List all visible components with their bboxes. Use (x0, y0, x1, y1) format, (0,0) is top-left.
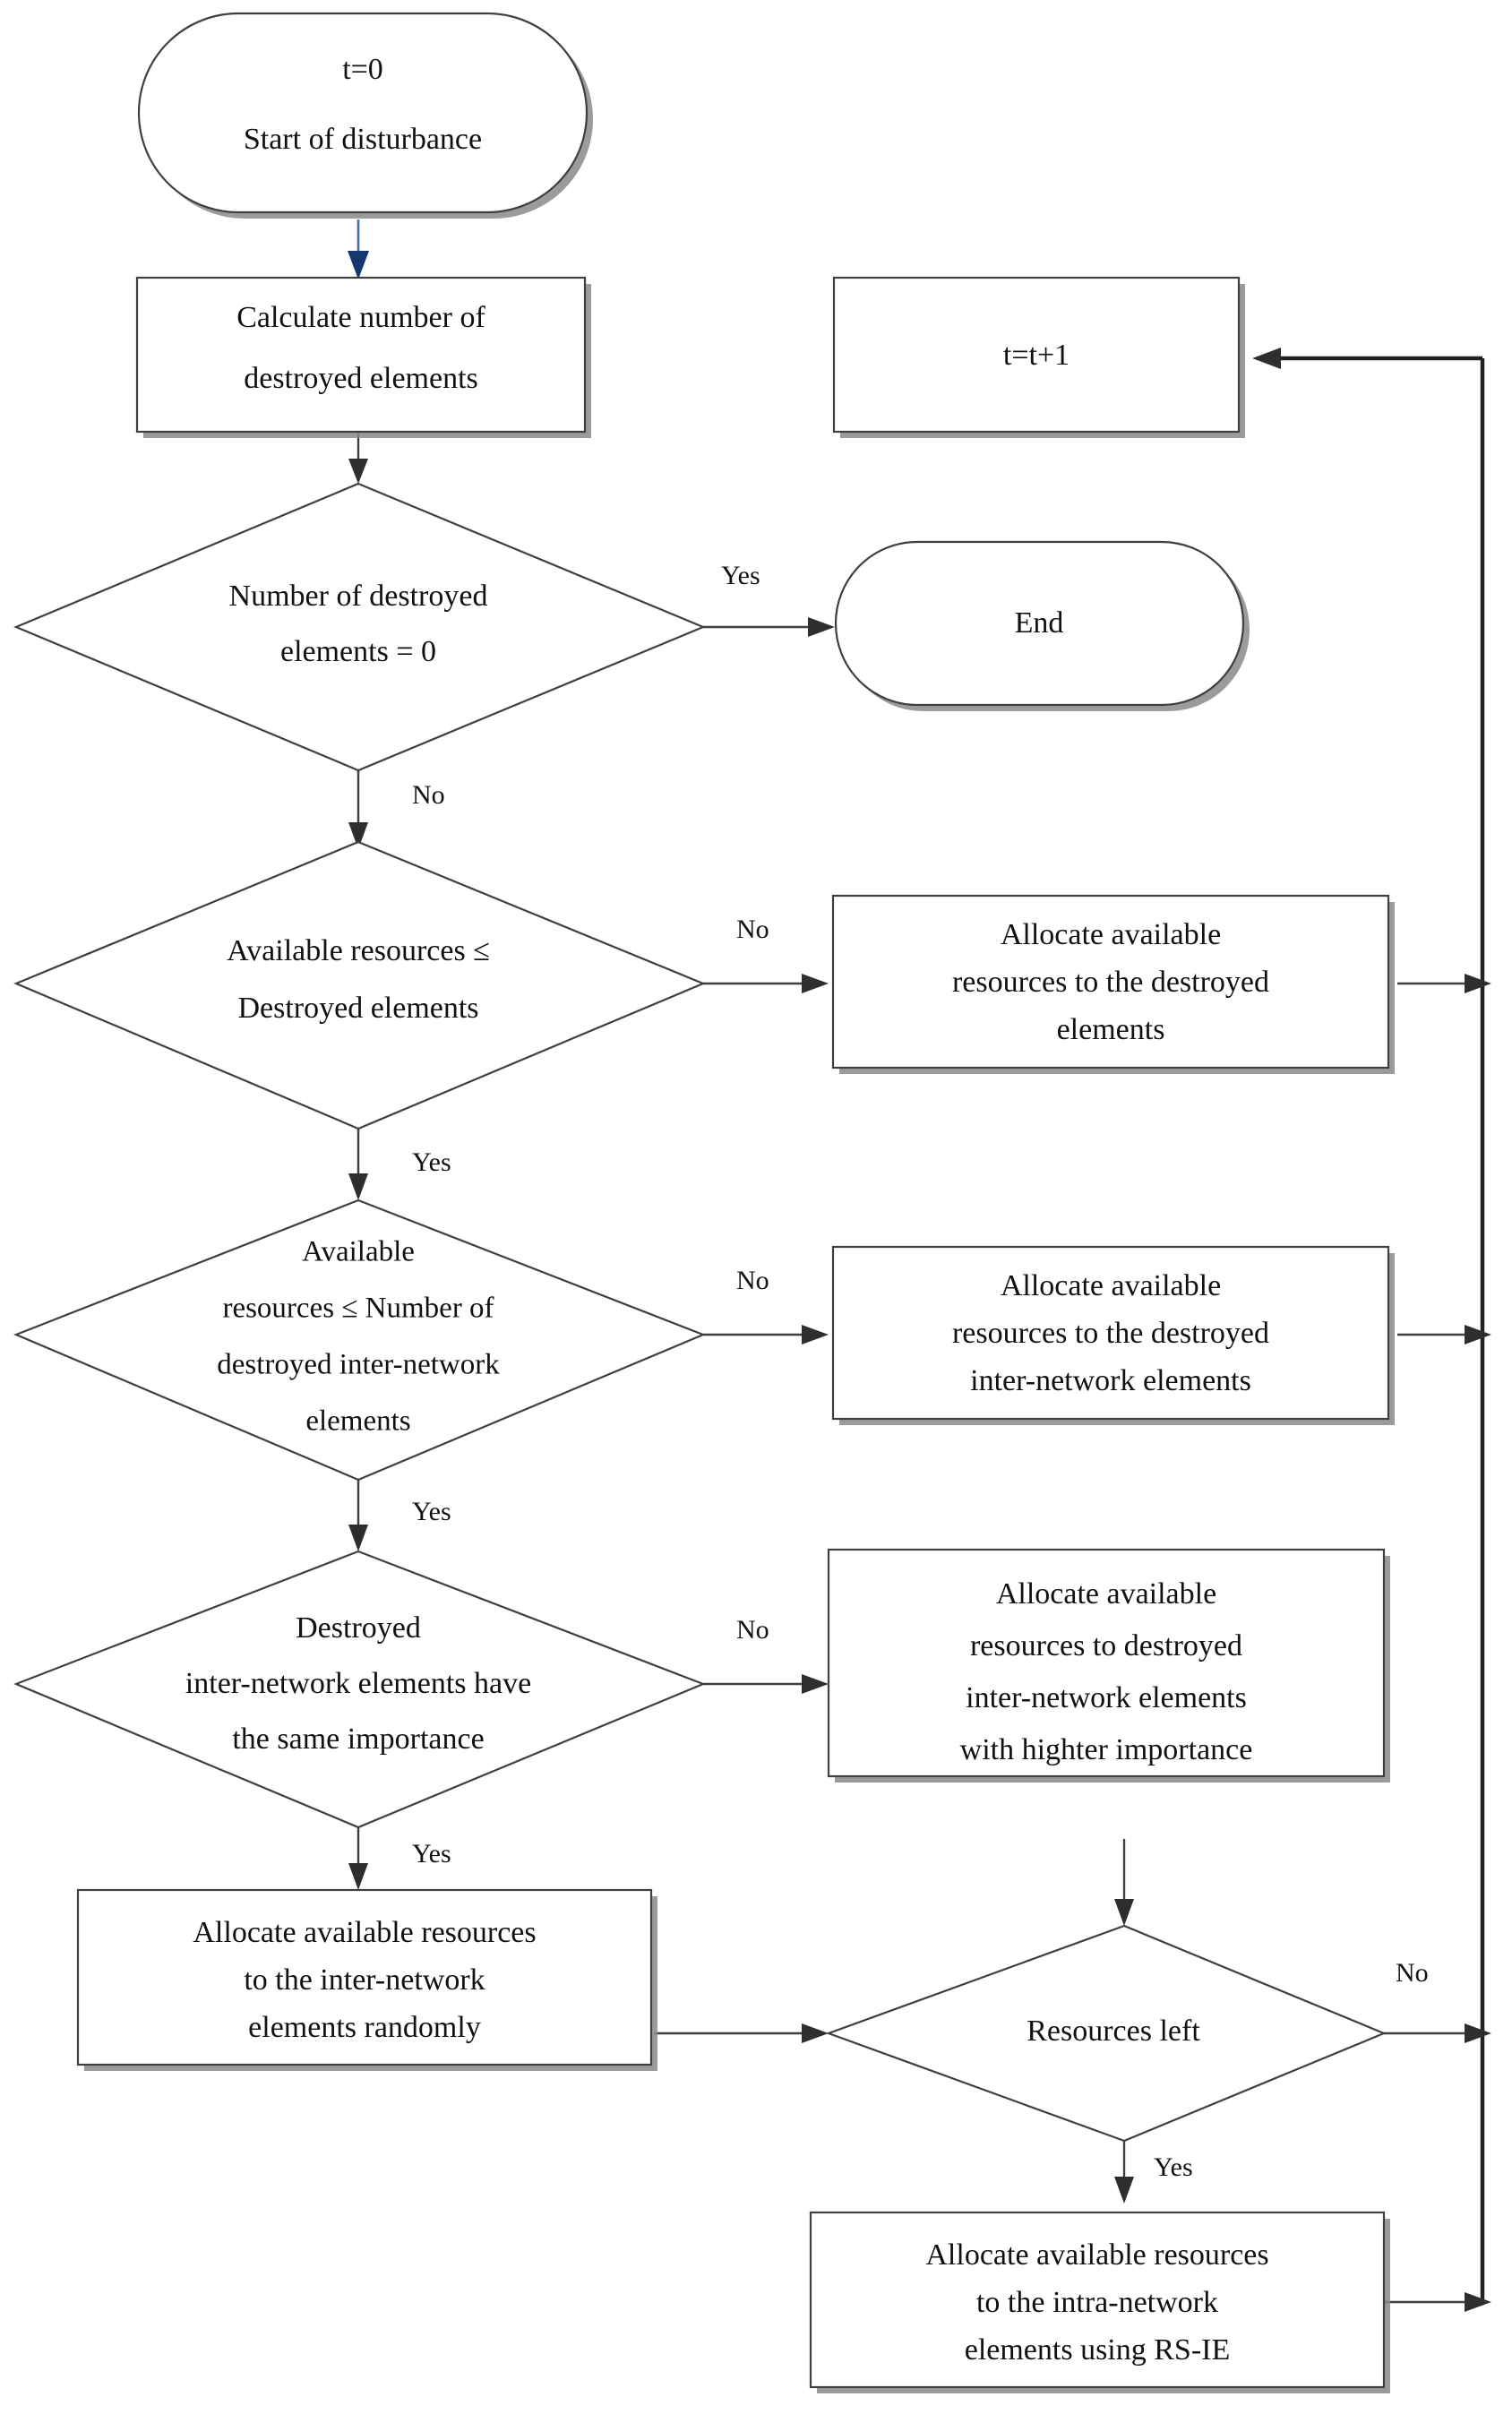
edge-alloc-higher-to-resources-left (1114, 1839, 1134, 1926)
node-alloc-higher-importance[interactable]: Allocate available resources to destroye… (827, 1548, 1390, 1783)
node-alloc-higher-line1: Allocate available (996, 1577, 1216, 1611)
node-decision-res-inter-line4: elements (305, 1405, 410, 1438)
node-start-line1: t=0 (342, 53, 383, 86)
node-decision-res-destroyed-line1: Available resources ≤ (227, 934, 490, 967)
edge-label-zero-no: No (412, 780, 445, 810)
node-decision-zero-line2: elements = 0 (280, 635, 436, 668)
node-alloc-higher-line2: resources to destroyed (970, 1629, 1242, 1662)
node-alloc-intra-rsie[interactable]: Allocate available resources to the intr… (809, 2211, 1390, 2393)
node-decision-importance-line2: inter-network elements have (185, 1667, 531, 1700)
edge-label-resources-left-no: No (1396, 1958, 1429, 1988)
node-alloc-intra-line1: Allocate available resources (925, 2238, 1268, 2272)
node-alloc-inter-network[interactable]: Allocate available resources to the dest… (831, 1245, 1395, 1425)
edge-resources-left-yes-to-alloc-intra (1114, 2141, 1134, 2204)
node-decision-importance-line1: Destroyed (296, 1611, 421, 1645)
edge-decision-zero-yes-to-end (703, 617, 835, 637)
node-calculate-destroyed[interactable]: Calculate number of destroyed elements (135, 276, 591, 438)
node-alloc-destroyed-line2: resources to the destroyed (952, 966, 1269, 999)
edge-label-res-destroyed-yes: Yes (412, 1147, 451, 1177)
edge-label-res-inter-no: No (736, 1266, 769, 1295)
edge-alloc-random-to-resources-left (654, 2023, 829, 2043)
node-decision-importance-line3: the same importance (232, 1722, 484, 1756)
node-decision-resources-left[interactable]: Resources left (825, 1924, 1387, 2143)
node-decision-same-importance[interactable]: Destroyed inter-network elements have th… (13, 1550, 706, 1829)
node-decision-destroyed-zero[interactable]: Number of destroyed elements = 0 (13, 482, 706, 772)
node-alloc-random-line3: elements randomly (248, 2011, 481, 2044)
node-alloc-random-line2: to the inter-network (244, 1963, 485, 1997)
edge-resources-no-to-alloc-destroyed (703, 974, 829, 993)
edge-alloc-intra-to-return-bus (1384, 2292, 1491, 2312)
node-alloc-destroyed-line3: elements (1057, 1013, 1165, 1046)
node-alloc-random[interactable]: Allocate available resources to the inte… (76, 1888, 657, 2071)
node-decision-resources-left-label: Resources left (1027, 2015, 1200, 2048)
node-alloc-intra-line2: to the intra-network (976, 2286, 1218, 2319)
node-start[interactable]: t=0 Start of disturbance (137, 12, 593, 219)
node-alloc-inter-line3: inter-network elements (970, 1364, 1251, 1397)
node-alloc-inter-line1: Allocate available (1001, 1269, 1221, 1302)
edge-resources-left-no-to-return-bus (1384, 2023, 1491, 2043)
node-end[interactable]: End (834, 540, 1250, 711)
edge-importance-no-to-alloc-higher (703, 1674, 829, 1694)
node-decision-res-inter-line3: destroyed inter-network (217, 1349, 500, 1381)
edge-label-resources-left-yes: Yes (1154, 2152, 1193, 2182)
edge-label-zero-yes: Yes (721, 561, 760, 590)
edge-label-res-inter-yes: Yes (412, 1497, 451, 1526)
node-decision-res-destroyed-line2: Destroyed elements (237, 992, 478, 1025)
edge-inter-no-to-alloc-inter (703, 1325, 829, 1344)
node-alloc-destroyed-elements[interactable]: Allocate available resources to the dest… (831, 894, 1395, 1074)
node-start-line2: Start of disturbance (244, 123, 482, 156)
node-calculate-line2: destroyed elements (244, 362, 478, 395)
node-alloc-random-line1: Allocate available resources (193, 1916, 536, 1949)
node-end-label: End (1015, 606, 1064, 640)
node-calculate-line1: Calculate number of (236, 301, 485, 334)
node-increment-line1: t=t+1 (1003, 339, 1070, 372)
node-alloc-inter-line2: resources to the destroyed (952, 1317, 1269, 1350)
node-increment-t[interactable]: t=t+1 (832, 276, 1245, 438)
node-alloc-higher-line4: with highter importance (960, 1733, 1253, 1766)
edge-alloc-destroyed-to-return-bus (1397, 974, 1491, 993)
node-decision-resources-vs-destroyed[interactable]: Available resources ≤ Destroyed elements (13, 840, 706, 1130)
edge-decision-zero-no-to-decision-resources (348, 770, 368, 849)
edge-start-to-calculate (348, 219, 369, 279)
edge-return-bus (1252, 348, 1485, 2302)
node-decision-res-inter-line2: resources ≤ Number of (222, 1293, 494, 1325)
edge-label-importance-no: No (736, 1615, 769, 1645)
edge-alloc-inter-to-return-bus (1397, 1325, 1491, 1344)
node-alloc-higher-line3: inter-network elements (966, 1681, 1247, 1714)
edge-label-importance-yes: Yes (412, 1839, 451, 1868)
edge-calculate-to-decision-zero (348, 432, 368, 484)
edge-inter-yes-to-decision-importance (348, 1480, 368, 1551)
node-decision-resources-vs-inter[interactable]: Available resources ≤ Number of destroye… (13, 1198, 706, 1482)
edge-label-res-destroyed-no: No (736, 915, 769, 944)
node-decision-res-inter-line1: Available (302, 1236, 415, 1268)
node-decision-zero-line1: Number of destroyed (229, 580, 488, 613)
edge-importance-yes-to-alloc-random (348, 1827, 368, 1890)
node-alloc-intra-line3: elements using RS-IE (965, 2333, 1231, 2367)
node-alloc-destroyed-line1: Allocate available (1001, 918, 1221, 951)
edge-resources-yes-to-decision-inter (348, 1129, 368, 1200)
